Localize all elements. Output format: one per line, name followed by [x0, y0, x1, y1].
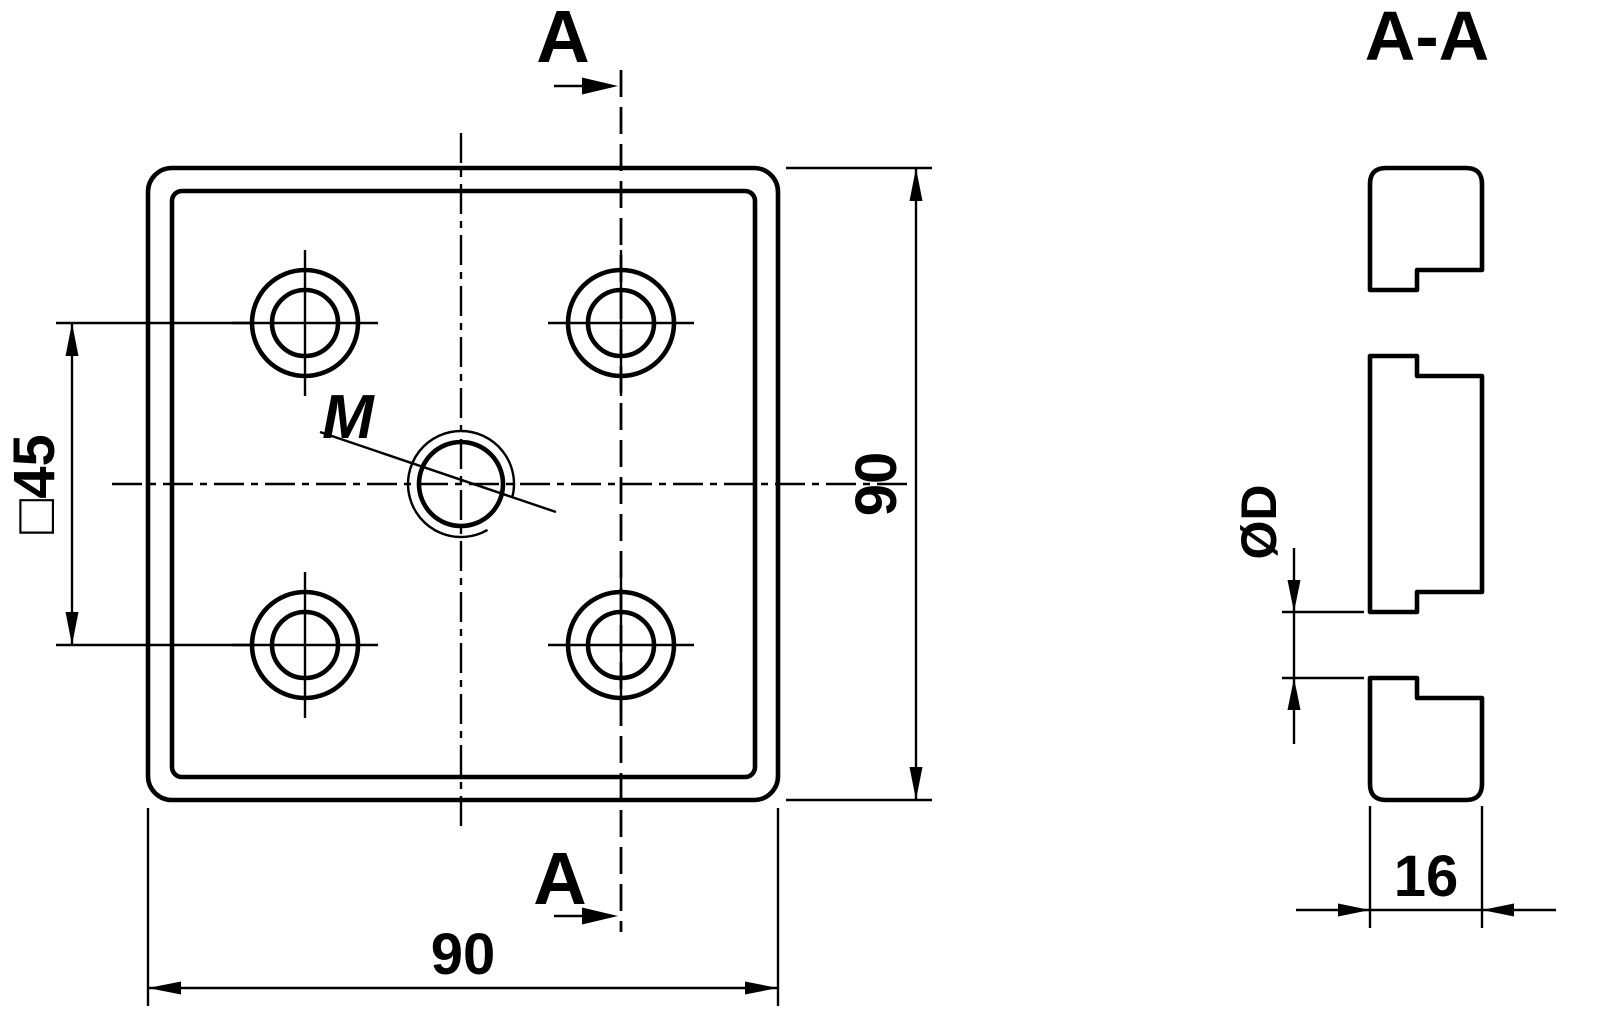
arrowhead-down — [65, 612, 79, 645]
section-title: A-A — [1365, 0, 1489, 75]
section-body-top — [1367, 165, 1485, 293]
arrowhead-down — [1287, 580, 1301, 612]
section-label-top: A — [536, 0, 589, 78]
arrowhead-right — [745, 981, 778, 995]
counterbored-hole-top-right — [548, 250, 694, 396]
thread-arc — [406, 429, 516, 539]
plate-inner-edge — [169, 188, 758, 780]
section-body-bottom — [1367, 675, 1485, 803]
counterbored-hole-bottom-left — [232, 572, 378, 718]
section-view: A-A ØD 16 — [1231, 0, 1556, 928]
arrowhead-up — [909, 168, 923, 201]
dimension-hole-diameter: ØD — [1231, 485, 1364, 744]
dimension-thickness: 16 — [1296, 806, 1556, 928]
plate-outline — [145, 165, 781, 803]
front-view: M □45 90 — [2, 0, 932, 1006]
plate-width-label: 90 — [431, 922, 496, 987]
arrowhead-up — [1287, 678, 1301, 710]
plate-height-label: 90 — [844, 452, 909, 517]
arrowhead-up — [65, 323, 79, 356]
thread-leader-line — [319, 430, 557, 514]
arrowhead-right — [582, 907, 618, 925]
arrowhead-left — [1482, 903, 1514, 917]
hole-diameter-label: ØD — [1231, 485, 1287, 560]
section-arrow-bottom: A — [533, 837, 618, 925]
section-arrow-top: A — [536, 0, 618, 95]
arrowhead-right — [1338, 903, 1370, 917]
thickness-label: 16 — [1394, 844, 1459, 909]
section-label-bottom: A — [533, 837, 586, 920]
arrowhead-down — [909, 767, 923, 800]
counterbored-hole-bottom-right — [548, 572, 694, 718]
arrowhead-left — [148, 981, 181, 995]
dimension-hole-spacing: □45 — [2, 321, 250, 647]
dimension-plate-height: 90 — [786, 166, 932, 802]
arrowhead-right — [582, 77, 618, 95]
center-thread-hole — [319, 429, 557, 539]
section-body-middle — [1367, 353, 1485, 615]
hole-spacing-label: □45 — [2, 434, 67, 534]
counterbored-hole-top-left — [232, 250, 378, 396]
thread-label: M — [322, 383, 375, 452]
dimension-plate-width: 90 — [146, 808, 780, 1006]
